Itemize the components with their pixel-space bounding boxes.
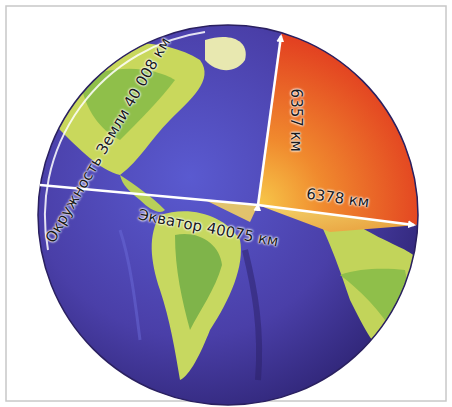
- polar-radius-arrow: [258, 36, 281, 205]
- equatorial-radius-arrow: [258, 205, 414, 225]
- polar-radius-label: 6357 км: [288, 88, 305, 151]
- core-wedge: [258, 28, 419, 225]
- globe-ocean: [38, 25, 418, 405]
- core-face: [258, 205, 418, 232]
